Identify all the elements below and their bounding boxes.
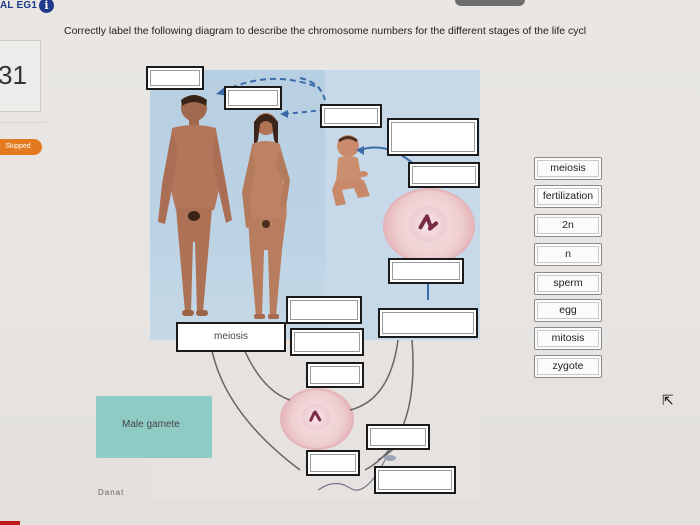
egg-cell bbox=[280, 388, 354, 450]
bottom-partial-text: Danat bbox=[98, 488, 125, 497]
male-gamete-text: Male gamete bbox=[122, 419, 180, 430]
male-gamete-label: Male gamete bbox=[96, 396, 212, 458]
adult-female-figure bbox=[242, 113, 290, 319]
chip-mitosis[interactable]: mitosis bbox=[534, 327, 602, 350]
drop-target-5[interactable] bbox=[408, 162, 480, 188]
taskbar-accent bbox=[0, 521, 20, 525]
drop-target-3[interactable] bbox=[320, 104, 382, 128]
drop-target-meiosis[interactable]: meiosis bbox=[176, 322, 286, 352]
adult-male-figure bbox=[158, 95, 232, 316]
mouse-cursor-icon: ⇱ bbox=[662, 392, 674, 408]
drop-target-11[interactable] bbox=[366, 424, 430, 450]
chip-egg[interactable]: egg bbox=[534, 299, 602, 322]
drop-target-1[interactable] bbox=[146, 66, 204, 90]
baby-figure bbox=[332, 135, 370, 206]
skipped-badge: Skipped bbox=[0, 139, 42, 155]
drop-target-9[interactable] bbox=[290, 328, 364, 356]
question-number-panel bbox=[0, 40, 41, 112]
divider bbox=[0, 122, 46, 123]
zygote-cell bbox=[383, 188, 475, 264]
chip-meiosis[interactable]: meiosis bbox=[534, 157, 602, 180]
chip-zygote[interactable]: zygote bbox=[534, 355, 602, 378]
chip-n[interactable]: n bbox=[534, 243, 602, 266]
drop-target-7[interactable] bbox=[286, 296, 362, 324]
drop-target-10[interactable] bbox=[306, 362, 364, 388]
placed-label-meiosis: meiosis bbox=[214, 331, 248, 342]
life-cycle-diagram: meiosis bbox=[146, 66, 480, 500]
chip-fertilization[interactable]: fertilization bbox=[534, 185, 602, 208]
egg-nucleus bbox=[302, 404, 330, 430]
top-toolbar-pill[interactable] bbox=[455, 0, 525, 6]
drop-target-8[interactable] bbox=[378, 308, 478, 338]
chip-sperm[interactable]: sperm bbox=[534, 272, 602, 295]
question-number: 31 bbox=[0, 60, 27, 90]
drop-target-2[interactable] bbox=[224, 86, 282, 110]
zygote-nucleus bbox=[409, 206, 447, 242]
assignment-code: AL EG1 bbox=[0, 0, 38, 11]
drop-target-4[interactable] bbox=[387, 118, 479, 156]
drop-target-13[interactable] bbox=[374, 466, 456, 494]
question-instruction: Correctly label the following diagram to… bbox=[64, 25, 587, 37]
drop-target-12[interactable] bbox=[306, 450, 360, 476]
chip-2n[interactable]: 2n bbox=[534, 214, 602, 237]
drop-target-6[interactable] bbox=[388, 258, 464, 284]
info-icon[interactable]: i bbox=[39, 0, 54, 13]
